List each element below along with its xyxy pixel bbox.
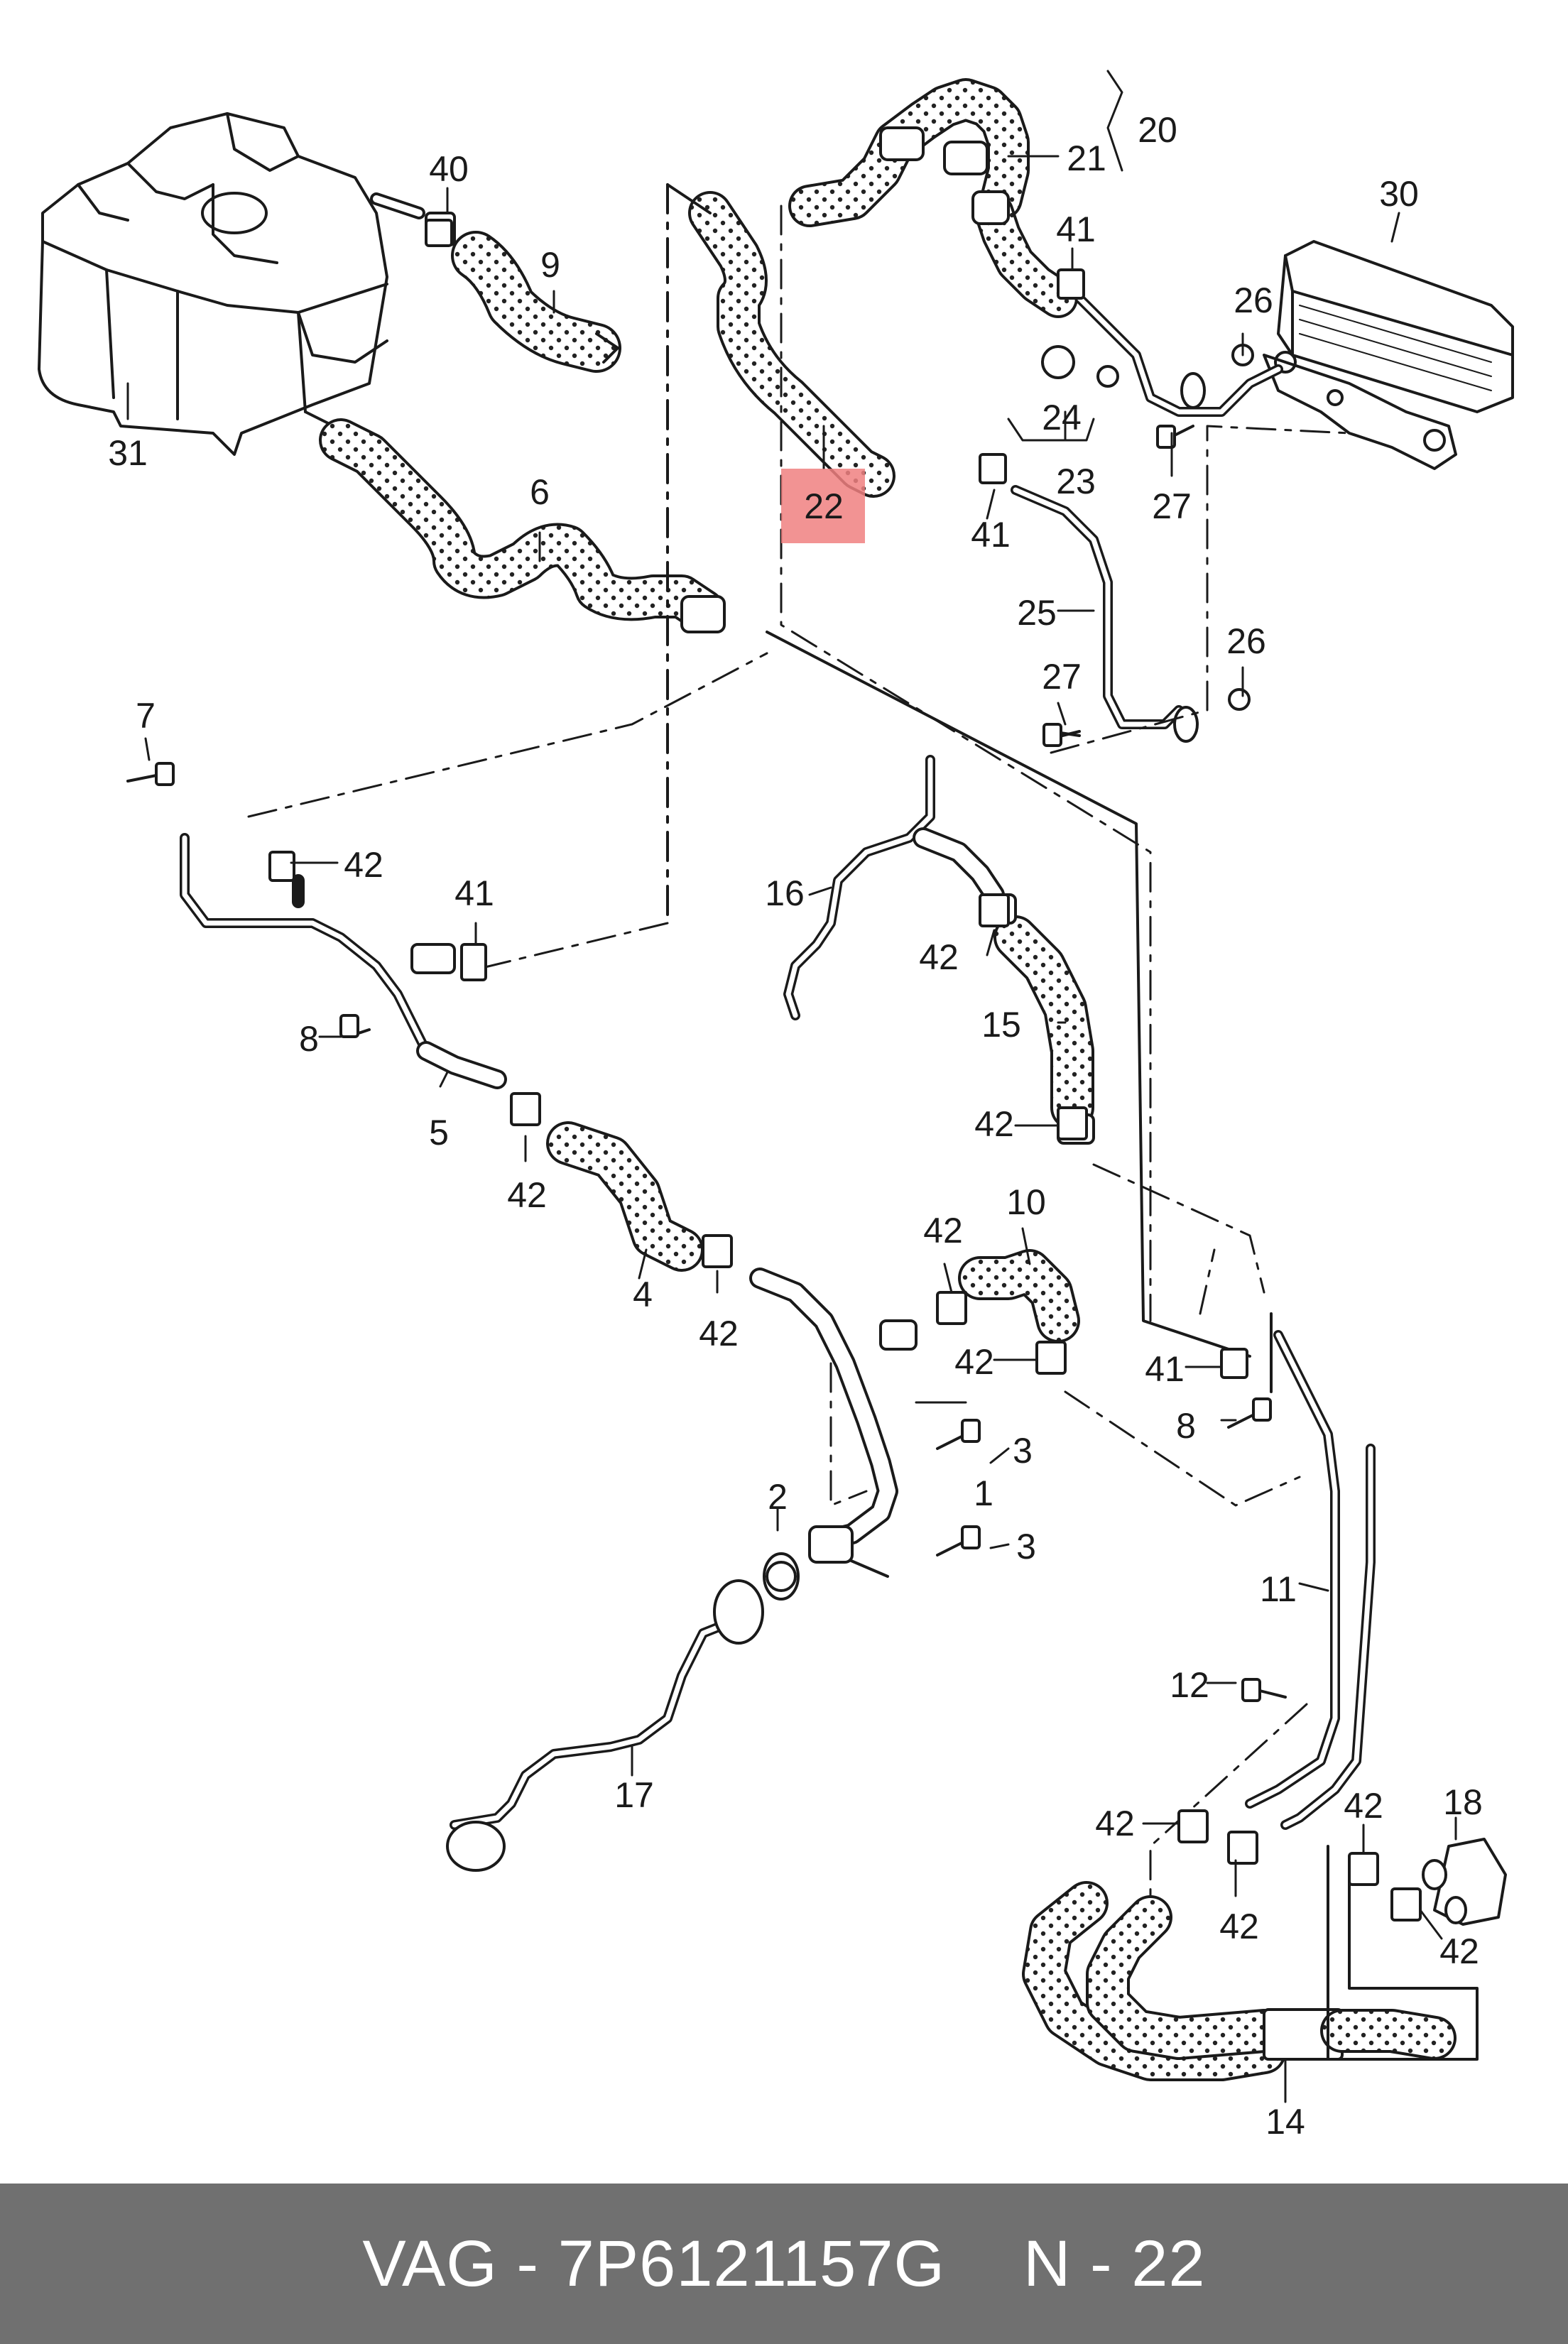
callout-42a: 42 [344, 845, 383, 885]
callout-15: 15 [981, 1005, 1021, 1045]
hose-9 [370, 192, 621, 373]
oil-cooler [1263, 240, 1514, 470]
callout-3a: 3 [1013, 1431, 1033, 1471]
leader-lines [126, 70, 1457, 2103]
hose-6 [319, 418, 726, 633]
callout-42k: 42 [1439, 1931, 1479, 1971]
callout-1: 1 [974, 1473, 993, 1513]
callout-8a: 8 [299, 1019, 319, 1059]
callout-9: 9 [540, 245, 560, 285]
callout-10: 10 [1006, 1182, 1046, 1222]
callout-18: 18 [1443, 1782, 1483, 1822]
callout-42e: 42 [919, 937, 959, 977]
hose-10 [958, 1249, 1080, 1343]
callout-26b: 26 [1226, 621, 1266, 661]
callout-11: 11 [1260, 1569, 1297, 1609]
callout-16: 16 [765, 873, 805, 913]
callout-labels: 1 2 3 3 4 5 6 7 8 8 9 10 11 12 14 15 16 … [108, 110, 1483, 2142]
callout-23: 23 [1056, 462, 1096, 501]
callout-26a: 26 [1234, 280, 1273, 320]
hose-22 [666, 183, 895, 925]
callout-24: 24 [1042, 398, 1082, 437]
callout-42h: 42 [1095, 1804, 1135, 1843]
pipe-5 [180, 833, 704, 1272]
callout-7: 7 [136, 696, 156, 736]
callout-40: 40 [429, 149, 469, 189]
pipe-1 [749, 1268, 918, 1578]
callout-27b: 27 [1042, 657, 1082, 697]
item-number-label: N - 22 [1023, 2227, 1206, 2300]
callout-3b: 3 [1016, 1527, 1036, 1566]
callout-8b: 8 [1176, 1406, 1196, 1446]
hose-14 [1022, 1845, 1479, 2081]
pipe-25 [766, 293, 1283, 1358]
reference-lines [247, 205, 1351, 1904]
callout-21: 21 [1067, 138, 1106, 178]
expansion-tank [38, 112, 388, 463]
callout-42f: 42 [974, 1104, 1014, 1144]
callout-22: 22 [804, 486, 844, 526]
callout-6: 6 [530, 472, 550, 512]
callout-30: 30 [1379, 174, 1419, 214]
callout-5: 5 [429, 1113, 449, 1152]
pipe-16-hose-15 [783, 755, 1095, 1145]
callout-41a: 41 [1056, 209, 1096, 249]
bolts [126, 425, 1287, 1702]
callout-2: 2 [768, 1477, 788, 1517]
part-number-label: VAG - 7P6121157G [362, 2227, 946, 2300]
callout-42c: 42 [699, 1314, 739, 1353]
callout-4: 4 [633, 1275, 653, 1314]
pipe-11 [1245, 1312, 1376, 1830]
highlight-box-22 [781, 469, 865, 543]
part-number-footer: VAG - 7P6121157G N - 22 [0, 2184, 1568, 2344]
callout-41d: 41 [1145, 1349, 1185, 1389]
callout-42g: 42 [954, 1342, 994, 1382]
callout-12: 12 [1170, 1665, 1209, 1705]
callout-41b: 41 [971, 515, 1011, 555]
parts-diagram: 1 2 3 3 4 5 6 7 8 8 9 10 11 12 14 15 16 … [38, 70, 1514, 2142]
callout-42j: 42 [1344, 1786, 1383, 1826]
callout-42b: 42 [507, 1175, 547, 1215]
callout-25: 25 [1017, 593, 1057, 633]
callout-27a: 27 [1152, 486, 1192, 526]
callout-41c: 41 [454, 873, 494, 913]
pipe-17 [446, 1552, 800, 1872]
callout-31: 31 [108, 433, 148, 473]
callout-42i: 42 [1219, 1907, 1259, 1946]
callout-20: 20 [1138, 110, 1177, 150]
callout-14: 14 [1265, 2102, 1305, 2142]
callout-17: 17 [614, 1775, 654, 1815]
hose-clips [268, 219, 1422, 1921]
callout-42d: 42 [923, 1211, 963, 1250]
hoses-20-21 [788, 78, 1078, 318]
flange-18 [1422, 1838, 1507, 1926]
